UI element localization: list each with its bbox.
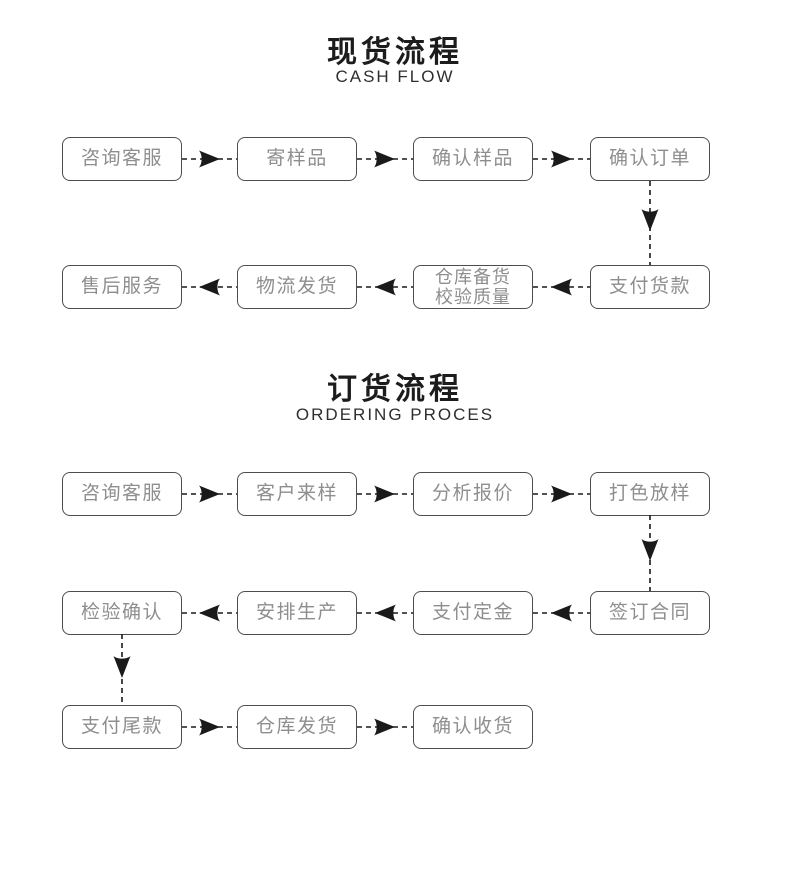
step-box-confirm-receipt: 确认收货 [413, 705, 533, 749]
arrow-left-icon [357, 604, 413, 622]
step-box-arrange-production: 安排生产 [237, 591, 357, 635]
step-label: 确认订单 [608, 148, 691, 169]
step-label: 分析报价 [431, 483, 514, 504]
step-box-consult-service-2: 咨询客服 [62, 472, 182, 516]
cash-flow-subtitle: CASH FLOW [335, 67, 455, 86]
step-label: 签订合同 [608, 602, 691, 623]
step-label: 客户来样 [255, 483, 338, 504]
step-box-send-sample: 寄样品 [237, 137, 357, 181]
arrow-left-icon [182, 278, 237, 296]
step-label: 支付定金 [431, 602, 514, 623]
step-label: 物流发货 [255, 276, 338, 297]
arrow-left-icon [182, 604, 237, 622]
cash-flow-title: 现货流程 [327, 36, 463, 69]
step-box-consult-service: 咨询客服 [62, 137, 182, 181]
step-label: 确认收货 [431, 716, 514, 737]
step-label: 寄样品 [266, 148, 328, 169]
arrow-left-icon [533, 604, 590, 622]
arrow-right-icon [182, 485, 237, 503]
step-box-pay-deposit: 支付定金 [413, 591, 533, 635]
step-label: 咨询客服 [80, 483, 163, 504]
arrow-right-icon [357, 150, 413, 168]
arrow-right-icon [357, 718, 413, 736]
step-label: 检验确认 [80, 602, 163, 623]
step-label: 仓库发货 [255, 716, 338, 737]
arrow-right-icon [182, 718, 237, 736]
step-box-warehouse-prepare-quality-check: 仓库备货 校验质量 [413, 265, 533, 309]
step-label-line1: 仓库备货 [435, 267, 511, 287]
step-box-inspection-confirm: 检验确认 [62, 591, 182, 635]
step-label: 咨询客服 [80, 148, 163, 169]
step-label: 支付货款 [608, 276, 691, 297]
step-box-pay-for-goods: 支付货款 [590, 265, 710, 309]
arrow-right-icon [357, 485, 413, 503]
step-box-sign-contract: 签订合同 [590, 591, 710, 635]
arrow-right-icon [182, 150, 237, 168]
arrow-left-icon [533, 278, 590, 296]
arrow-down-icon [113, 634, 131, 705]
step-label: 支付尾款 [80, 716, 163, 737]
step-box-analyze-quote: 分析报价 [413, 472, 533, 516]
step-box-color-proofing: 打色放样 [590, 472, 710, 516]
step-box-confirm-sample: 确认样品 [413, 137, 533, 181]
step-box-logistics-shipping: 物流发货 [237, 265, 357, 309]
step-label: 确认样品 [431, 148, 514, 169]
step-box-after-sales: 售后服务 [62, 265, 182, 309]
arrow-right-icon [533, 150, 590, 168]
step-label: 售后服务 [80, 276, 163, 297]
arrow-right-icon [533, 485, 590, 503]
step-box-warehouse-shipping: 仓库发货 [237, 705, 357, 749]
arrow-down-icon [641, 181, 659, 265]
arrow-left-icon [357, 278, 413, 296]
step-label: 打色放样 [608, 483, 691, 504]
step-box-pay-balance: 支付尾款 [62, 705, 182, 749]
step-box-confirm-order: 确认订单 [590, 137, 710, 181]
step-box-customer-sample: 客户来样 [237, 472, 357, 516]
ordering-process-title: 订货流程 [327, 373, 463, 406]
arrow-down-icon [641, 515, 659, 591]
step-label-line2: 校验质量 [435, 287, 511, 307]
ordering-process-subtitle: ORDERING PROCES [295, 405, 495, 424]
step-label: 安排生产 [255, 602, 338, 623]
